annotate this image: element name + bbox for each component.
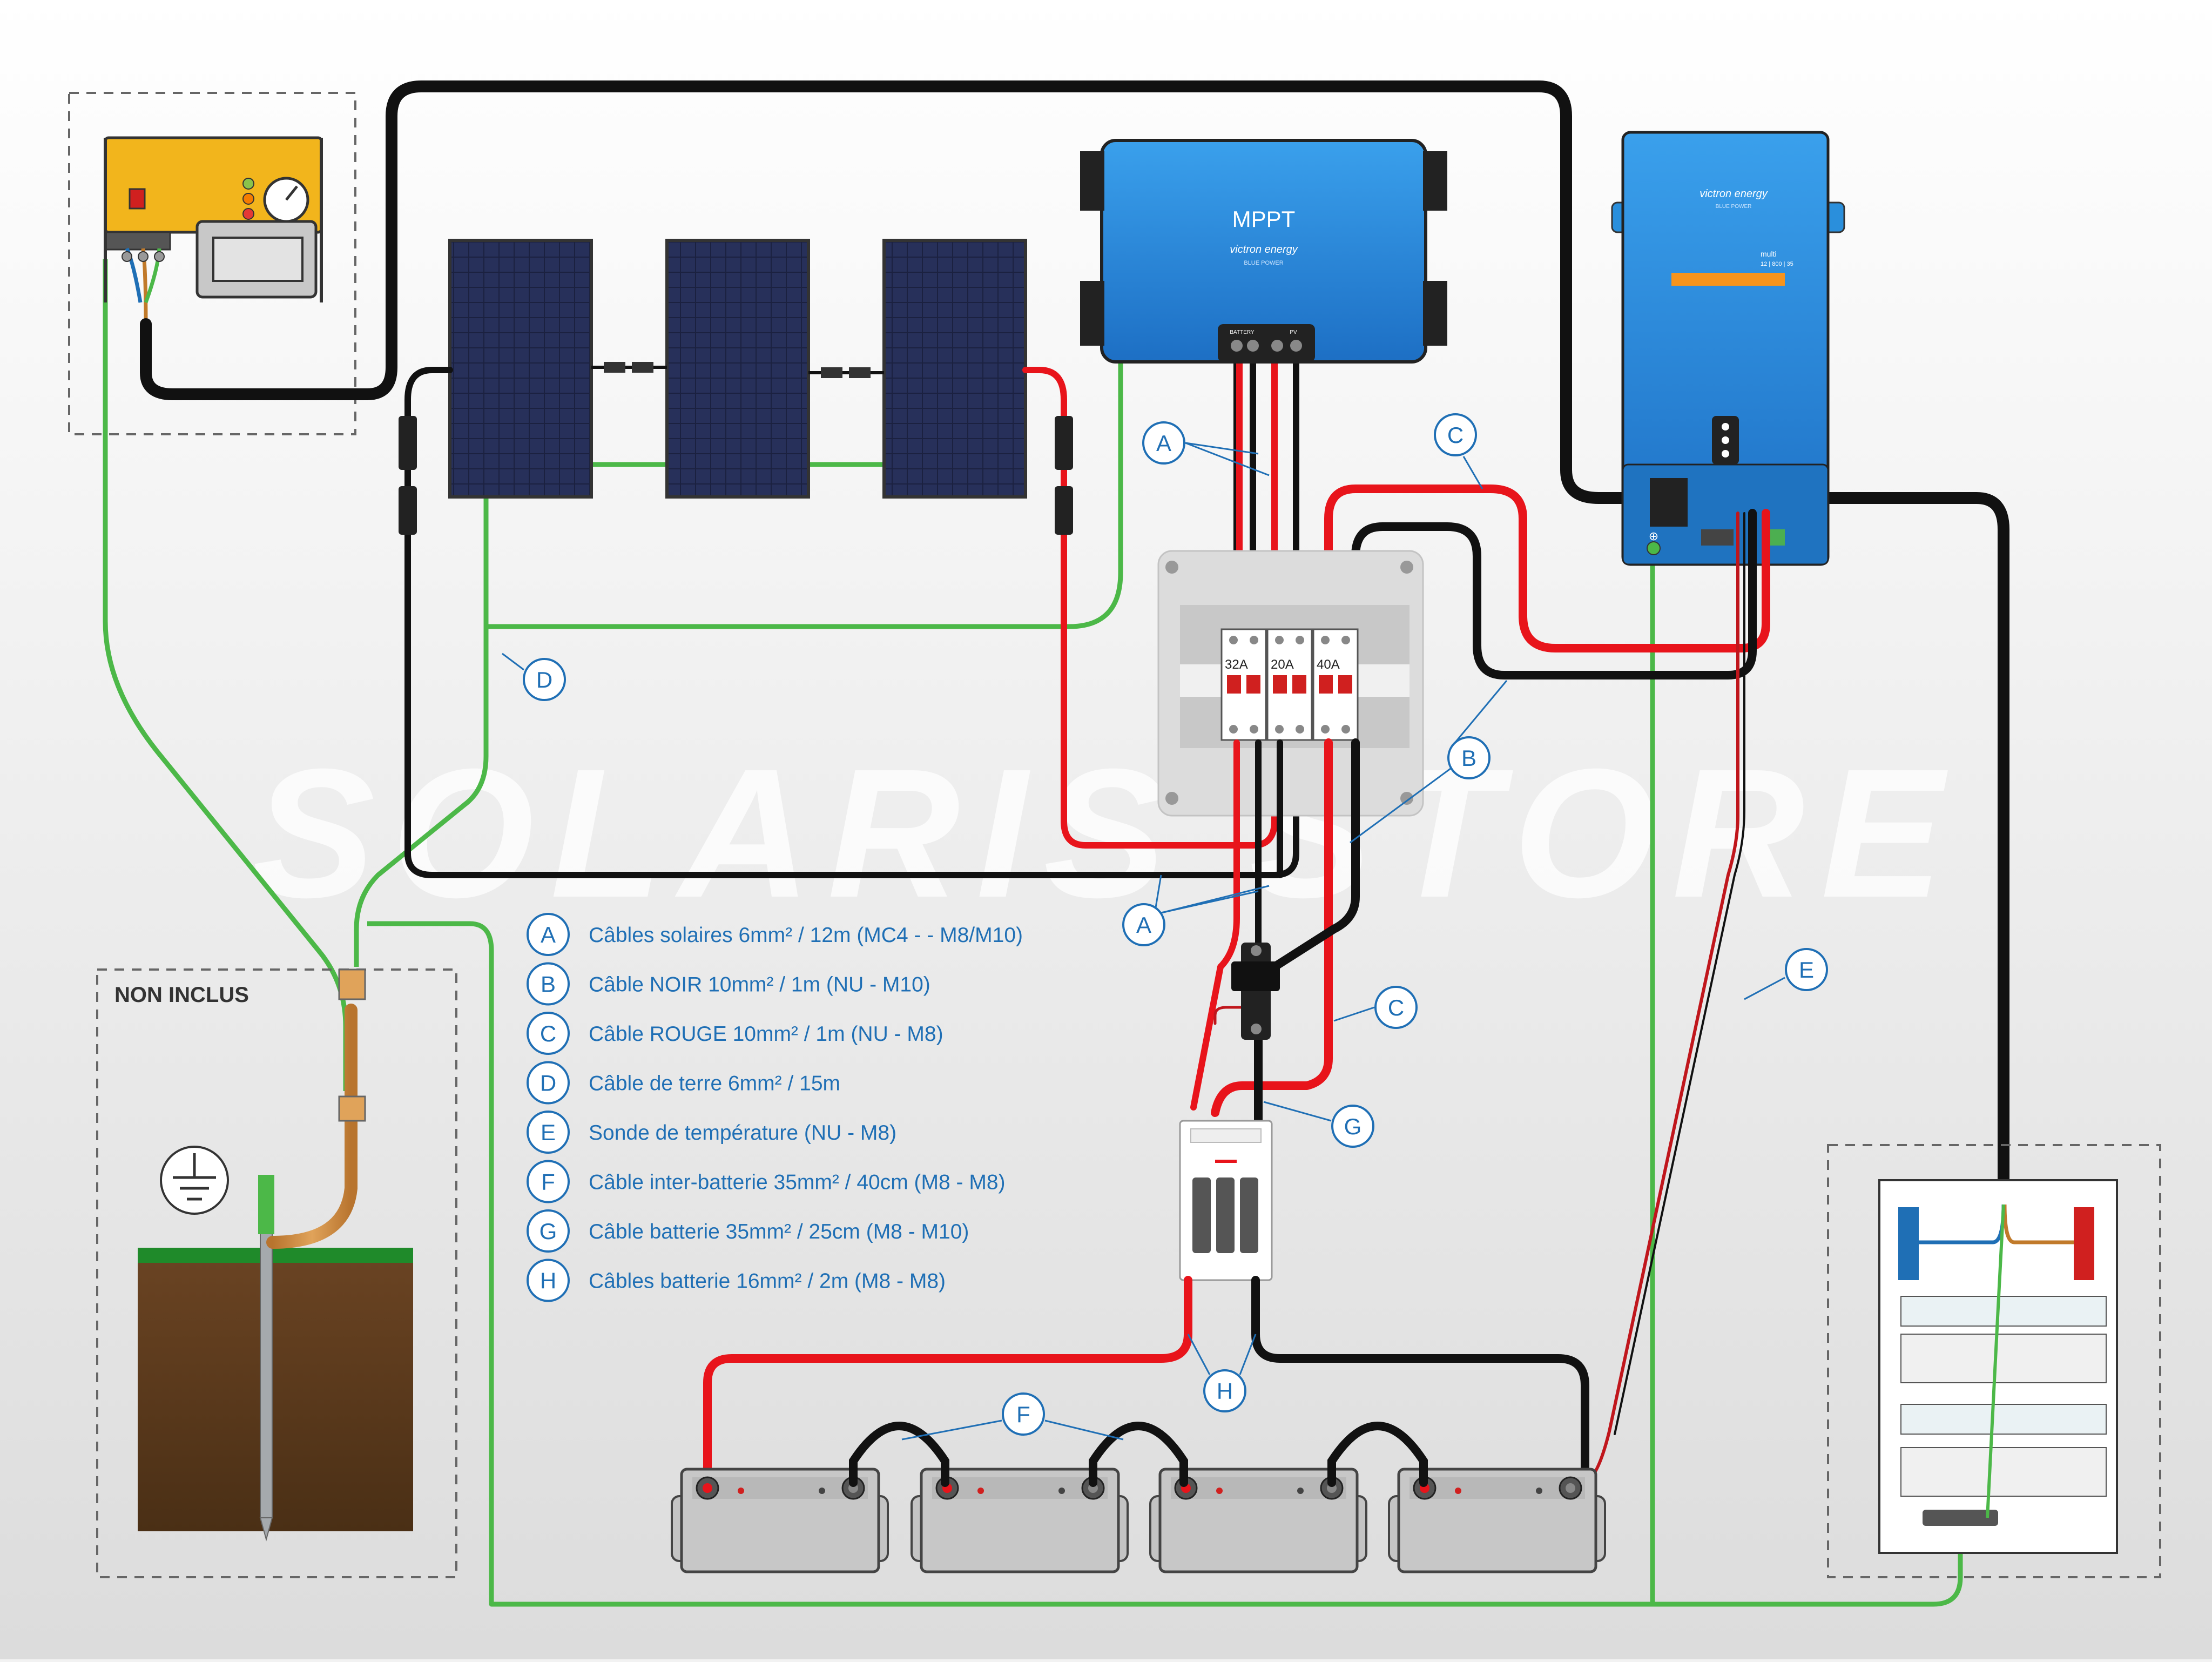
callout-letter: A bbox=[1156, 430, 1171, 456]
ground-rod bbox=[260, 1231, 273, 1518]
ac-cables bbox=[140, 80, 2009, 1210]
legend-row-f: F Câble inter-batterie 35mm² / 40cm (M8 -… bbox=[527, 1160, 1006, 1203]
mppt-brand: victron energy bbox=[1230, 244, 1298, 255]
legend-key: H bbox=[540, 1268, 556, 1294]
generator-dashed-box bbox=[68, 92, 356, 435]
breaker-1[interactable]: 32A bbox=[1220, 628, 1267, 741]
soil bbox=[138, 1248, 413, 1531]
legend-row-h: H Câbles batterie 16mm² / 2m (M8 - M8) bbox=[527, 1259, 946, 1302]
callout-letter: F bbox=[1016, 1402, 1030, 1427]
earth-symbol-icon bbox=[160, 1146, 229, 1215]
callout-f-7: F bbox=[901, 1392, 1124, 1441]
grass bbox=[138, 1248, 413, 1263]
not-included-label: NON INCLUS bbox=[114, 983, 249, 1007]
ground-rod-section: NON INCLUS bbox=[96, 968, 457, 1578]
legend-row-c: C Câble ROUGE 10mm² / 1m (NU - M8) bbox=[527, 1012, 943, 1055]
solar-panel-2 bbox=[665, 239, 810, 499]
legend-key: A bbox=[541, 922, 556, 947]
not-included-dashed-box bbox=[96, 968, 457, 1578]
generator bbox=[68, 92, 356, 435]
breaker-rating: 32A bbox=[1225, 657, 1248, 672]
legend-key: D bbox=[540, 1071, 556, 1096]
inverter-brand: victron energy bbox=[1700, 188, 1768, 200]
legend-row-d: D Câble de terre 6mm² / 15m bbox=[527, 1061, 840, 1105]
mppt-terminal-battery: BATTERY bbox=[1230, 329, 1255, 335]
battery-3 bbox=[1149, 1468, 1367, 1573]
mega-fuse bbox=[1231, 943, 1280, 1040]
callout-letter: A bbox=[1136, 912, 1151, 938]
callout-letter: B bbox=[1461, 745, 1476, 771]
legend-row-b: B Câble NOIR 10mm² / 1m (NU - M10) bbox=[527, 962, 930, 1006]
legend-row-a: A Câbles solaires 6mm² / 12m (MC4 - - M8/… bbox=[527, 913, 1023, 956]
battery-4 bbox=[1388, 1468, 1606, 1573]
callout-letter: D bbox=[536, 667, 552, 692]
breaker-group: 32A 20A 40A bbox=[1220, 628, 1359, 741]
callout-d-5: D bbox=[502, 652, 566, 701]
legend-row-e: E Sonde de température (NU - M8) bbox=[527, 1111, 896, 1154]
callout-letter: C bbox=[1388, 995, 1404, 1020]
inverter-brand-sub: BLUE POWER bbox=[1716, 204, 1752, 210]
legend-text: Câbles batterie 16mm² / 2m (M8 - M8) bbox=[589, 1270, 946, 1293]
legend-text: Câble de terre 6mm² / 15m bbox=[589, 1072, 840, 1095]
callout-letter: G bbox=[1344, 1114, 1362, 1139]
mc4-connectors bbox=[399, 416, 1073, 535]
legend-text: Câble batterie 35mm² / 25cm (M8 - M10) bbox=[589, 1220, 969, 1243]
legend: A Câbles solaires 6mm² / 12m (MC4 - - M8/… bbox=[527, 913, 1023, 1302]
legend-text: Câble inter-batterie 35mm² / 40cm (M8 - … bbox=[589, 1171, 1006, 1194]
battery-bank-cables bbox=[703, 1276, 1589, 1484]
earth-terminal-icon: ⊕ bbox=[1649, 529, 1658, 543]
legend-text: Sonde de température (NU - M8) bbox=[589, 1121, 896, 1145]
legend-row-g: G Câble batterie 35mm² / 25cm (M8 - M10) bbox=[527, 1209, 969, 1253]
inter-battery-cable-2 bbox=[1089, 1422, 1188, 1487]
breaker-rating: 20A bbox=[1271, 657, 1294, 672]
legend-key: E bbox=[541, 1120, 556, 1145]
battery-2 bbox=[911, 1468, 1129, 1573]
breaker-2[interactable]: 20A bbox=[1266, 628, 1313, 741]
legend-key: C bbox=[540, 1021, 556, 1046]
legend-key: B bbox=[541, 972, 556, 997]
callout-e-6: E bbox=[1744, 948, 1828, 1000]
pv-cables bbox=[404, 348, 1299, 878]
inverter-model: multi bbox=[1761, 250, 1777, 258]
callout-a-0: A bbox=[1142, 421, 1270, 476]
callout-h-9: H bbox=[1187, 1334, 1257, 1412]
watermark: SOLARIS STORE bbox=[253, 731, 1960, 936]
legend-key: F bbox=[541, 1169, 555, 1195]
legend-text: Câbles solaires 6mm² / 12m (MC4 - - M8/M… bbox=[589, 924, 1023, 947]
mppt-controller: MPPT victron energy BLUE POWER BATTERY P… bbox=[1080, 139, 1447, 364]
inter-battery-cable-1 bbox=[849, 1422, 949, 1487]
callout-letter: E bbox=[1799, 957, 1814, 983]
solar-panel-3 bbox=[882, 239, 1027, 499]
mppt-title: MPPT bbox=[1232, 206, 1296, 232]
legend-text: Câble NOIR 10mm² / 1m (NU - M10) bbox=[589, 973, 930, 997]
solar-panel-1 bbox=[448, 239, 593, 499]
mppt-brand-sub: BLUE POWER bbox=[1244, 260, 1283, 266]
callout-c-3: C bbox=[1434, 413, 1483, 489]
solar-panels bbox=[448, 239, 1027, 499]
inter-battery-cable-3 bbox=[1327, 1422, 1428, 1487]
battery-bank bbox=[671, 1422, 1606, 1573]
callout-c-4: C bbox=[1333, 986, 1418, 1029]
battery-1 bbox=[671, 1468, 889, 1573]
inverter-model-sub: 12 | 800 | 35 bbox=[1761, 261, 1793, 267]
callout-letter: C bbox=[1447, 422, 1464, 448]
callout-letter: H bbox=[1217, 1378, 1233, 1404]
earth-symbol-lines bbox=[173, 1153, 216, 1201]
legend-key: G bbox=[539, 1219, 557, 1244]
breaker-3[interactable]: 40A bbox=[1312, 628, 1359, 741]
callout-g-8: G bbox=[1263, 1101, 1374, 1148]
battery-switch[interactable] bbox=[1179, 1120, 1273, 1281]
legend-text: Câble ROUGE 10mm² / 1m (NU - M8) bbox=[589, 1022, 943, 1046]
distribution-board-section bbox=[1827, 1144, 2161, 1578]
breaker-box: 32A 20A 40A bbox=[1157, 550, 1424, 817]
callout-b-2: B bbox=[1350, 680, 1508, 844]
mppt-terminal-pv: PV bbox=[1290, 329, 1297, 335]
breaker-rating: 40A bbox=[1317, 657, 1340, 672]
inverter-charger: victron energy BLUE POWER multi 12 | 800… bbox=[1611, 131, 1845, 566]
callout-a-1: A bbox=[1122, 874, 1270, 946]
